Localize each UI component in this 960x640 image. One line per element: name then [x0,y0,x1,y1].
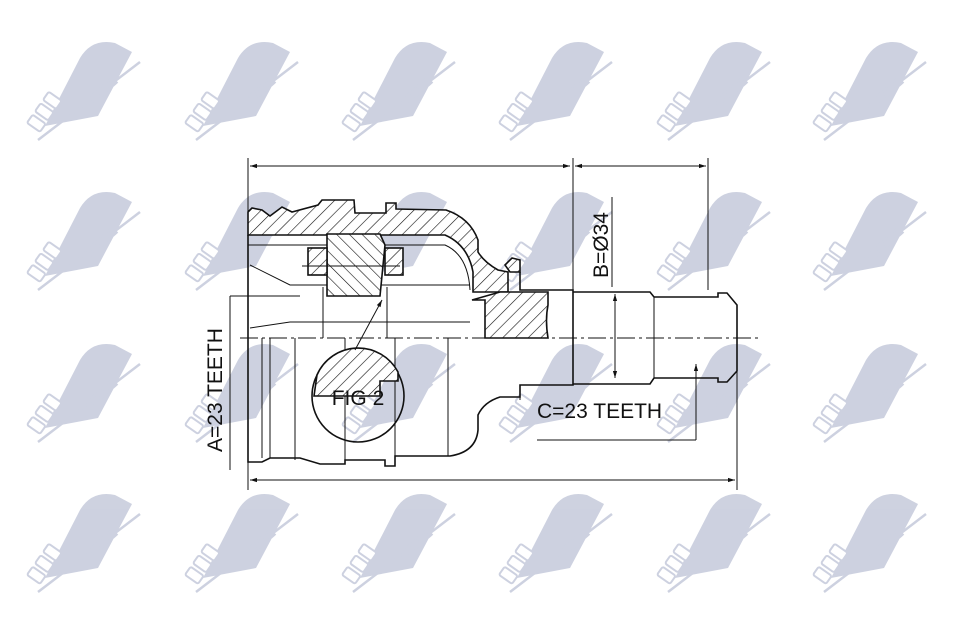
watermark-layer [26,42,927,593]
fig-2-detail: FIG 2 [311,299,405,443]
watermark-logo [26,42,141,141]
watermark-logo [812,344,927,443]
a-dimension-label: A=23 TEETH [204,328,227,452]
watermark-logo [184,494,299,593]
joint-housing [247,199,738,467]
watermark-logo [26,192,141,291]
watermark-logo [812,42,927,141]
watermark-logo [26,344,141,443]
watermark-logo [341,42,456,141]
watermark-logo [812,494,927,593]
fig-2-label: FIG 2 [332,387,385,410]
watermark-logo [498,494,613,593]
watermark-logo [26,494,141,593]
watermark-logo [656,494,771,593]
c-dimension-label: C=23 TEETH [537,400,662,423]
b-dimension-label: B=Ø34 [590,212,613,278]
watermark-logo [656,42,771,141]
watermark-logo [184,344,299,443]
watermark-logo [656,192,771,291]
watermark-logo [184,192,299,291]
watermark-logo [341,494,456,593]
watermark-logo [812,192,927,291]
watermark-logo [498,42,613,141]
watermark-logo [656,344,771,443]
watermark-logo [184,42,299,141]
watermark-logo [498,344,613,443]
